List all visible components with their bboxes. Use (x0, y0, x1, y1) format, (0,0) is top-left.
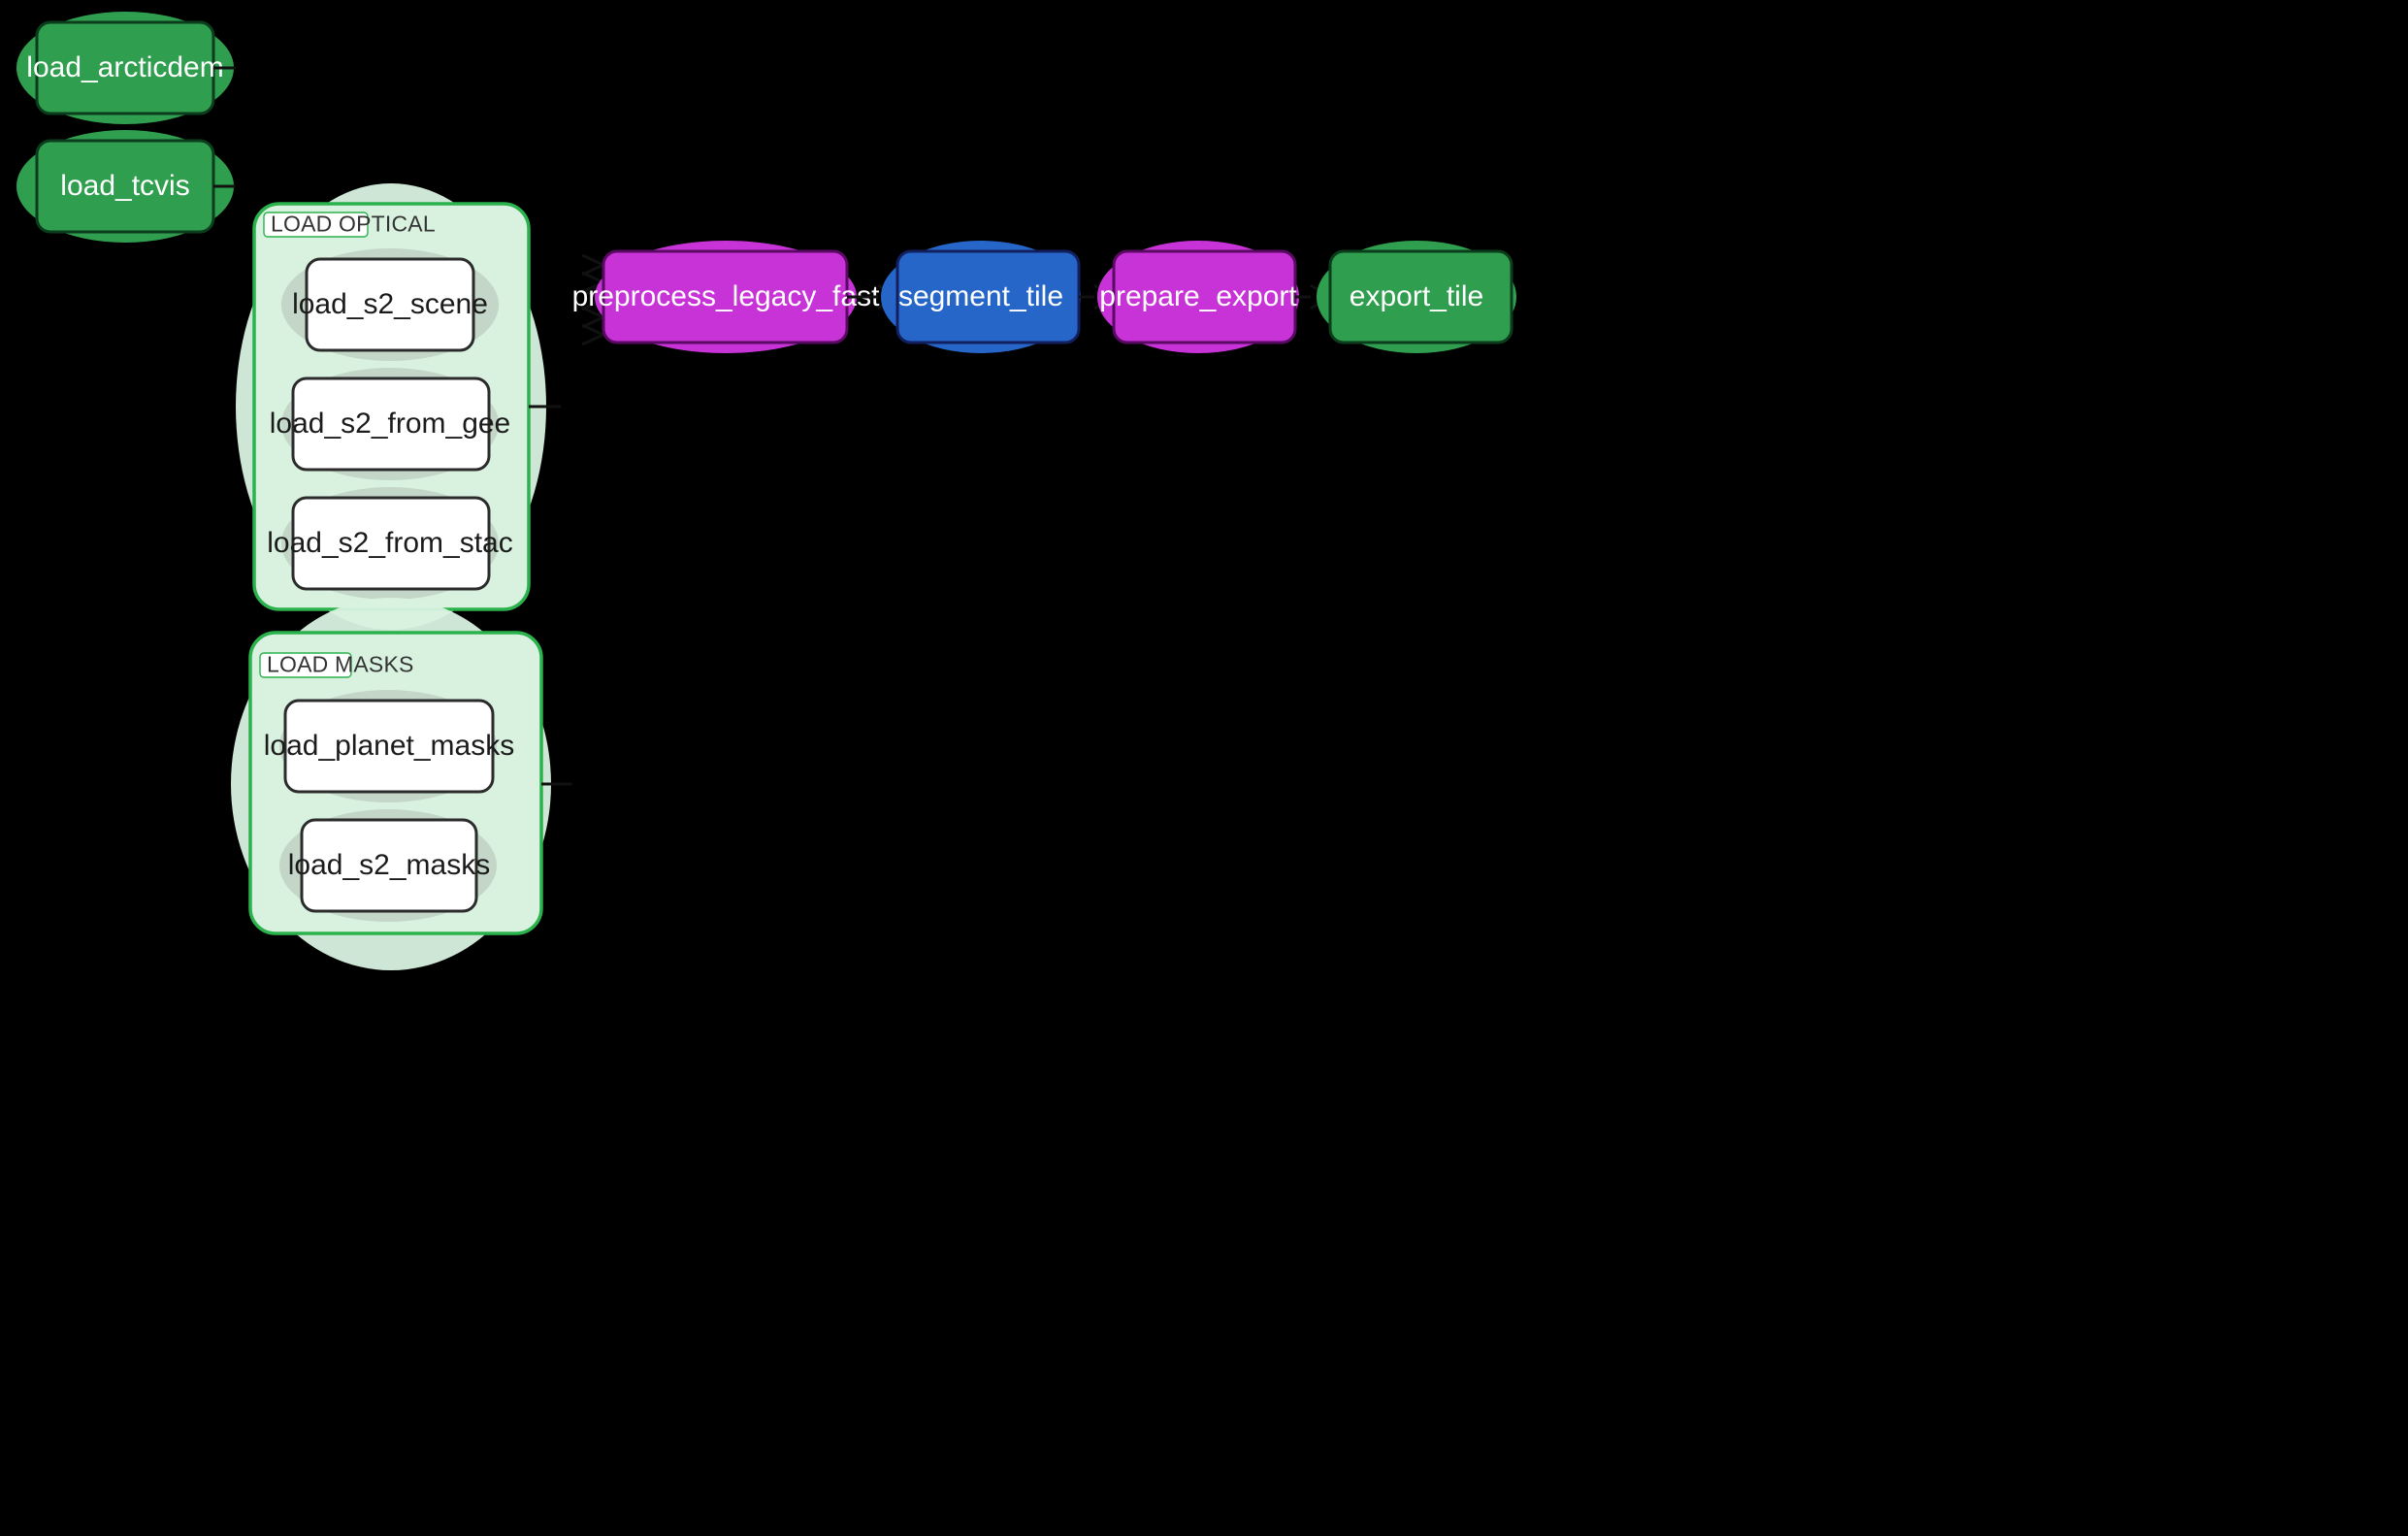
node-body (300, 818, 478, 913)
node-load-planet-masks[interactable]: load_planet_masks (264, 690, 515, 802)
node-prepare-export[interactable]: prepare_export (1097, 241, 1299, 353)
node-label: prepare_export (1099, 280, 1297, 312)
node-label: load_planet_masks (264, 730, 515, 762)
node-export-tile[interactable]: export_tile (1317, 241, 1516, 353)
node-body (291, 376, 491, 472)
node-preprocess-legacy-fast[interactable]: preprocess_legacy_fast (572, 241, 881, 353)
node-load-arcticdem[interactable]: load_arcticdem (16, 12, 236, 124)
node-label: load_s2_scene (292, 288, 488, 320)
node-segment-tile[interactable]: segment_tile (881, 241, 1081, 353)
node-label: load_arcticdem (26, 51, 223, 83)
subgraph-optical-title-badge (263, 212, 369, 238)
subgraph-load-optical[interactable]: LOAD OPTICAL load_s2_scene load_s2_from_… (236, 183, 546, 630)
node-label: segment_tile (898, 280, 1063, 312)
node-label: export_tile (1350, 280, 1483, 312)
node-label: load_s2_from_stac (267, 527, 512, 559)
node-body (1328, 249, 1513, 344)
node-body (291, 496, 491, 591)
subgraph-masks-title-badge (259, 652, 352, 678)
subgraph-masks-title: LOAD MASKS (267, 652, 414, 677)
node-load-tcvis[interactable]: load_tcvis (16, 130, 236, 243)
node-body (283, 699, 495, 794)
node-load-s2-masks[interactable]: load_s2_masks (279, 809, 497, 922)
node-label: load_s2_from_gee (270, 408, 511, 440)
node-body (305, 257, 475, 352)
node-label: load_s2_masks (288, 849, 490, 881)
subgraph-optical-title: LOAD OPTICAL (271, 212, 436, 237)
subgraph-load-masks[interactable]: LOAD MASKS load_planet_masks load_s2_mas… (231, 598, 551, 970)
node-load-s2-scene[interactable]: load_s2_scene (281, 248, 499, 361)
node-label: load_tcvis (60, 170, 189, 202)
node-label: preprocess_legacy_fast (572, 280, 881, 312)
node-load-s2-from-stac[interactable]: load_s2_from_stac (267, 487, 513, 600)
node-load-s2-from-gee[interactable]: load_s2_from_gee (270, 368, 511, 480)
